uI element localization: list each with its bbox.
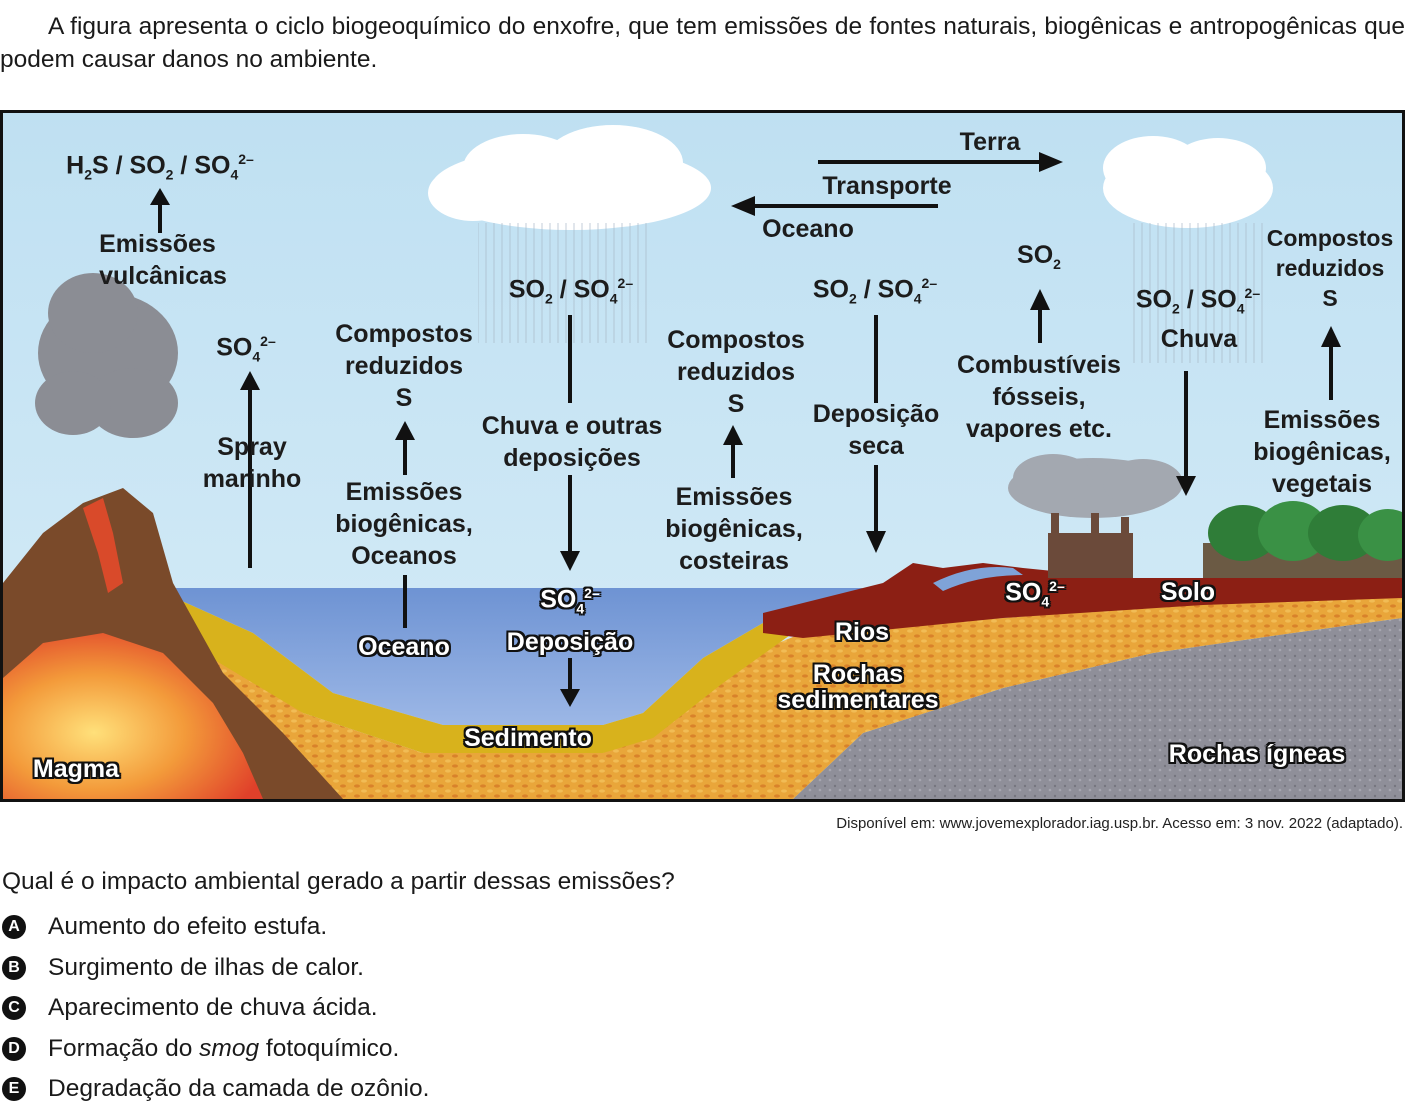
igneous-rocks-label: Rochas ígneas [1168,740,1346,768]
magma-chamber [3,633,263,799]
transport-ocean-label: Oceano [762,215,854,243]
cloud-left [428,125,711,230]
deposition-label: Deposição [506,628,634,656]
soil-layer [763,563,1402,638]
ocean-label: Oceano [358,633,450,661]
option-b[interactable]: B Surgimento de ilhas de calor. [2,948,429,989]
sediment-label: Sedimento [464,724,592,752]
rivers-label: Rios [834,618,890,646]
transport-label: Transporte [822,172,952,200]
dry-deposition-formula: SO2 / SO42– [812,275,938,307]
intro-text: A figura apresenta o ciclo biogeoquímico… [0,13,1405,73]
magma-label: Magma [32,755,120,783]
scene-illustration [3,113,1402,799]
answer-options: A Aumento do efeito estufa. B Surgimento d… [2,907,429,1110]
figure-source: Disponível em: www.jovemexplorador.iag.u… [836,815,1403,832]
option-a-badge: A [2,915,26,940]
factory-smoke [1008,454,1183,518]
option-b-text: Surgimento de ilhas de calor. [48,953,364,981]
sediment-layer [153,588,873,753]
option-a[interactable]: A Aumento do efeito estufa. [2,907,429,948]
ocean-water [153,588,863,725]
option-d-badge: D [2,1036,26,1061]
rain-right [1128,223,1268,363]
option-a-text: Aumento do efeito estufa. [48,913,328,941]
lava-flow [83,498,123,593]
volcano-gases-formula: H2S / SO2 / SO42– [66,151,254,183]
cloud-right [1103,136,1273,228]
igneous-rocks [793,618,1402,799]
land-rain-label: Chuva [1160,325,1238,353]
question-text: Qual é o impacto ambiental gerado a part… [2,868,675,895]
rain-left [478,223,648,343]
volcano-smoke [35,273,178,438]
land-rain-formula: SO2 / SO42– [1135,285,1261,317]
sedimentary-rocks [203,593,1402,799]
river [933,567,1023,591]
fuel-formula: SO2 [1017,241,1061,272]
option-d-text: Formação do smog fotoquímico. [48,1034,400,1062]
option-d[interactable]: D Formação do smog fotoquímico. [2,1029,429,1070]
option-b-badge: B [2,955,26,980]
option-c-text: Aparecimento de chuva ácida. [48,994,378,1022]
soil-formula: SO42– [1005,578,1065,610]
deposition-formula: SO42– [540,585,600,617]
arrows [150,152,1341,707]
rain-formula: SO2 / SO42– [508,275,634,307]
option-c-badge: C [2,996,26,1021]
option-e-badge: E [2,1077,26,1102]
option-e[interactable]: E Degradação da camada de ozônio. [2,1069,429,1110]
transport-land-label: Terra [959,128,1021,156]
option-e-text: Degradação da camada de ozônio. [48,1075,430,1103]
option-c[interactable]: C Aparecimento de chuva ácida. [2,988,429,1029]
soil-label: Solo [1160,578,1216,606]
factory [1048,513,1133,578]
spray-formula: SO42– [216,333,276,365]
trees [1203,501,1402,578]
